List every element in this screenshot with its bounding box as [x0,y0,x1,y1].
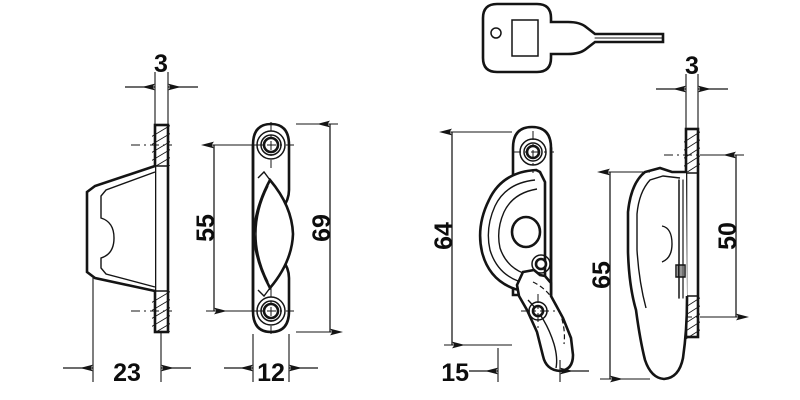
key-icon [481,2,665,74]
keep-plate-section [131,123,172,334]
dimension-50: 50 [700,151,749,321]
dimension-label-64: 64 [430,222,458,250]
spindle-hole [510,215,542,249]
side-hatch-bottom [684,297,700,340]
section-hatch-bottom [152,291,170,332]
lock-body-side-view: 3 [588,52,749,383]
body-screw-hole-top [512,131,554,173]
dimension-65: 65 [588,168,650,383]
dimension-label-3-left: 3 [154,50,168,78]
dimension-label-15: 15 [441,359,469,387]
dimension-15: 15 [441,348,589,387]
body-side-profile [626,166,689,381]
body-side-plate [664,127,712,340]
keep-front-view: 55 69 12 [192,120,343,387]
dimension-12: 12 [224,334,318,387]
dimension-64: 64 [430,128,512,349]
side-hatch-top [684,131,700,172]
dimension-label-69: 69 [308,214,336,242]
lever-pivot-screw [521,294,555,328]
keep-leaf-shape [252,170,295,298]
dimension-label-65: 65 [588,261,616,289]
dimension-3-right: 3 [656,52,728,134]
dimension-label-23: 23 [113,359,141,387]
keep-section-view: 3 [63,50,198,387]
section-hatch-top [152,125,170,166]
dimension-23: 23 [63,278,191,387]
dimension-55: 55 [192,141,262,315]
body-side-detail [675,179,686,299]
dimension-69: 69 [296,120,343,336]
dimension-label-12: 12 [257,359,285,387]
cam-lever [515,268,575,373]
dimension-label-55: 55 [192,214,220,242]
keep-body-profile [85,164,156,293]
dimension-label-50: 50 [714,222,742,250]
dimension-3-left: 3 [125,50,198,130]
body-rivet [531,254,551,274]
lock-body-front-view: 64 15 [430,125,589,387]
dimension-label-3-right: 3 [685,52,699,80]
